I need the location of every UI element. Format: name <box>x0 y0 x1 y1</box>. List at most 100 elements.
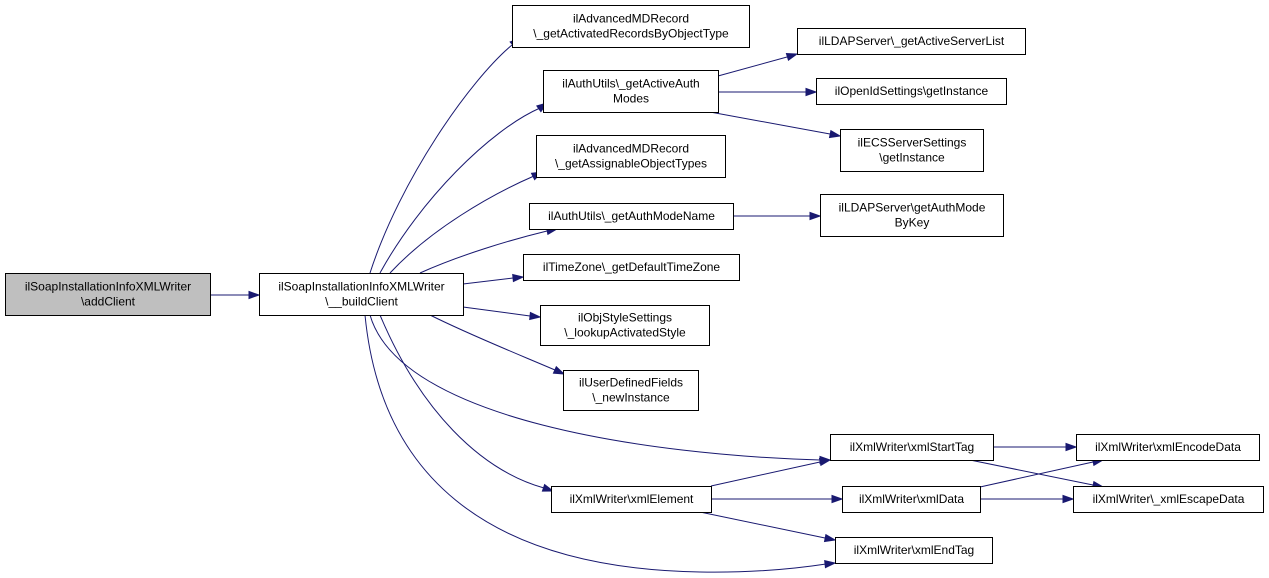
node-box[interactable] <box>835 537 993 564</box>
node-label: ilOpenIdSettings\getInstance <box>835 84 989 98</box>
node-openid[interactable]: ilOpenIdSettings\getInstance <box>816 78 1007 105</box>
edge-arrowhead <box>809 211 822 221</box>
edge-line <box>389 175 535 274</box>
node-box[interactable] <box>551 486 712 513</box>
edge-element-to-endTag <box>699 511 837 543</box>
edge-arrowhead <box>824 559 837 569</box>
node-box[interactable] <box>820 194 1004 237</box>
node-label: ilAdvancedMDRecord <box>573 12 689 26</box>
node-udf[interactable]: ilUserDefinedFields\_newInstance <box>563 370 699 411</box>
edge-arrowhead <box>785 52 799 62</box>
node-label: ilXmlWriter\xmlStartTag <box>850 440 974 454</box>
edge-xdata-to-escape <box>980 494 1075 504</box>
edge-build-to-udf <box>429 314 566 375</box>
edge-line <box>710 461 821 487</box>
node-box[interactable] <box>259 273 464 316</box>
node-label: ilObjStyleSettings <box>578 311 672 325</box>
node-box[interactable] <box>797 28 1026 55</box>
node-authName[interactable]: ilAuthUtils\_getAuthModeName <box>529 203 734 230</box>
edge-build-to-objStyle <box>462 306 542 321</box>
node-build[interactable]: ilSoapInstallationInfoXMLWriter\__buildC… <box>259 273 464 316</box>
node-label: \_lookupActivatedStyle <box>564 326 686 340</box>
node-label: \__buildClient <box>325 295 398 309</box>
edge-arrowhead <box>1062 494 1075 504</box>
edge-line <box>699 511 826 539</box>
edge-arrowhead <box>541 483 555 492</box>
edge-authModes-to-ldapList <box>717 52 799 77</box>
node-ldapList[interactable]: ilLDAPServer\_getActiveServerList <box>797 28 1026 55</box>
node-advRec[interactable]: ilAdvancedMDRecord\_getActivatedRecordsB… <box>512 5 750 48</box>
call-edges <box>210 37 1105 573</box>
edge-element-to-xdata <box>711 494 844 504</box>
edge-line <box>379 314 545 489</box>
edge-line <box>419 230 548 274</box>
node-box[interactable] <box>529 203 734 230</box>
node-root[interactable]: ilSoapInstallationInfoXMLWriter\addClien… <box>5 273 211 316</box>
node-box[interactable] <box>1076 434 1260 461</box>
node-escape[interactable]: ilXmlWriter\_xmlEscapeData <box>1073 486 1264 513</box>
edge-line <box>429 314 556 371</box>
edge-authModes-to-openid <box>718 87 818 97</box>
node-box[interactable] <box>543 70 719 113</box>
node-label: ilLDAPServer\_getActiveServerList <box>819 34 1005 48</box>
node-label: ilTimeZone\_getDefaultTimeZone <box>543 260 721 274</box>
edge-arrowhead <box>552 365 566 375</box>
node-label: ilSoapInstallationInfoXMLWriter <box>25 280 191 294</box>
node-label: Modes <box>613 92 649 106</box>
node-endTag[interactable]: ilXmlWriter\xmlEndTag <box>835 537 993 564</box>
node-label: \_getActivatedRecordsByObjectType <box>533 27 729 41</box>
edge-arrowhead <box>823 533 837 543</box>
edge-line <box>709 111 831 135</box>
node-label: ilLDAPServer\getAuthMode <box>839 201 986 215</box>
node-box[interactable] <box>563 370 699 411</box>
edge-arrowhead <box>828 129 842 139</box>
node-box[interactable] <box>512 5 750 48</box>
edge-line <box>369 314 821 461</box>
node-label: \addClient <box>81 295 136 309</box>
edge-arrowhead <box>818 457 832 467</box>
edge-line <box>379 107 541 274</box>
edge-build-to-endTag <box>364 314 837 573</box>
node-box[interactable] <box>523 254 740 281</box>
edge-line <box>979 461 1094 488</box>
node-box[interactable] <box>840 129 984 172</box>
node-ecs[interactable]: ilECSServerSettings\getInstance <box>840 129 984 172</box>
node-element[interactable]: ilXmlWriter\xmlElement <box>551 486 712 513</box>
node-label: ilXmlWriter\_xmlEscapeData <box>1093 492 1245 506</box>
edge-authModes-to-ecs <box>709 111 842 139</box>
node-box[interactable] <box>816 78 1007 105</box>
edge-build-to-element <box>379 314 555 492</box>
node-box[interactable] <box>830 434 994 461</box>
node-tz[interactable]: ilTimeZone\_getDefaultTimeZone <box>523 254 740 281</box>
function-nodes: ilSoapInstallationInfoXMLWriter\addClien… <box>5 5 1264 564</box>
node-box[interactable] <box>536 135 726 178</box>
node-encode[interactable]: ilXmlWriter\xmlEncodeData <box>1076 434 1260 461</box>
edge-xdata-to-encode <box>979 457 1105 488</box>
node-xdata[interactable]: ilXmlWriter\xmlData <box>842 486 981 513</box>
node-box[interactable] <box>842 486 981 513</box>
edge-build-to-advRec <box>369 37 522 274</box>
node-startTag[interactable]: ilXmlWriter\xmlStartTag <box>830 434 994 461</box>
edge-authName-to-ldapKey <box>733 211 822 221</box>
node-box[interactable] <box>1073 486 1264 513</box>
node-label: \_getAssignableObjectTypes <box>555 157 707 171</box>
node-label: ilXmlWriter\xmlEndTag <box>854 543 974 557</box>
node-objStyle[interactable]: ilObjStyleSettings\_lookupActivatedStyle <box>540 305 710 346</box>
node-label: ilXmlWriter\xmlElement <box>570 492 694 506</box>
edge-line <box>462 277 514 285</box>
node-box[interactable] <box>5 273 211 316</box>
node-label: ilXmlWriter\xmlEncodeData <box>1095 440 1241 454</box>
node-label: ilAuthUtils\_getAuthModeName <box>548 209 715 223</box>
edge-element-to-startTag <box>710 457 832 487</box>
edge-line <box>717 56 788 77</box>
edge-arrowhead <box>512 273 525 283</box>
node-box[interactable] <box>540 305 710 346</box>
edge-line <box>462 306 531 317</box>
node-label: ilAdvancedMDRecord <box>573 142 689 156</box>
node-advTypes[interactable]: ilAdvancedMDRecord\_getAssignableObjectT… <box>536 135 726 178</box>
edge-arrowhead <box>529 311 542 321</box>
edge-line <box>364 314 827 573</box>
